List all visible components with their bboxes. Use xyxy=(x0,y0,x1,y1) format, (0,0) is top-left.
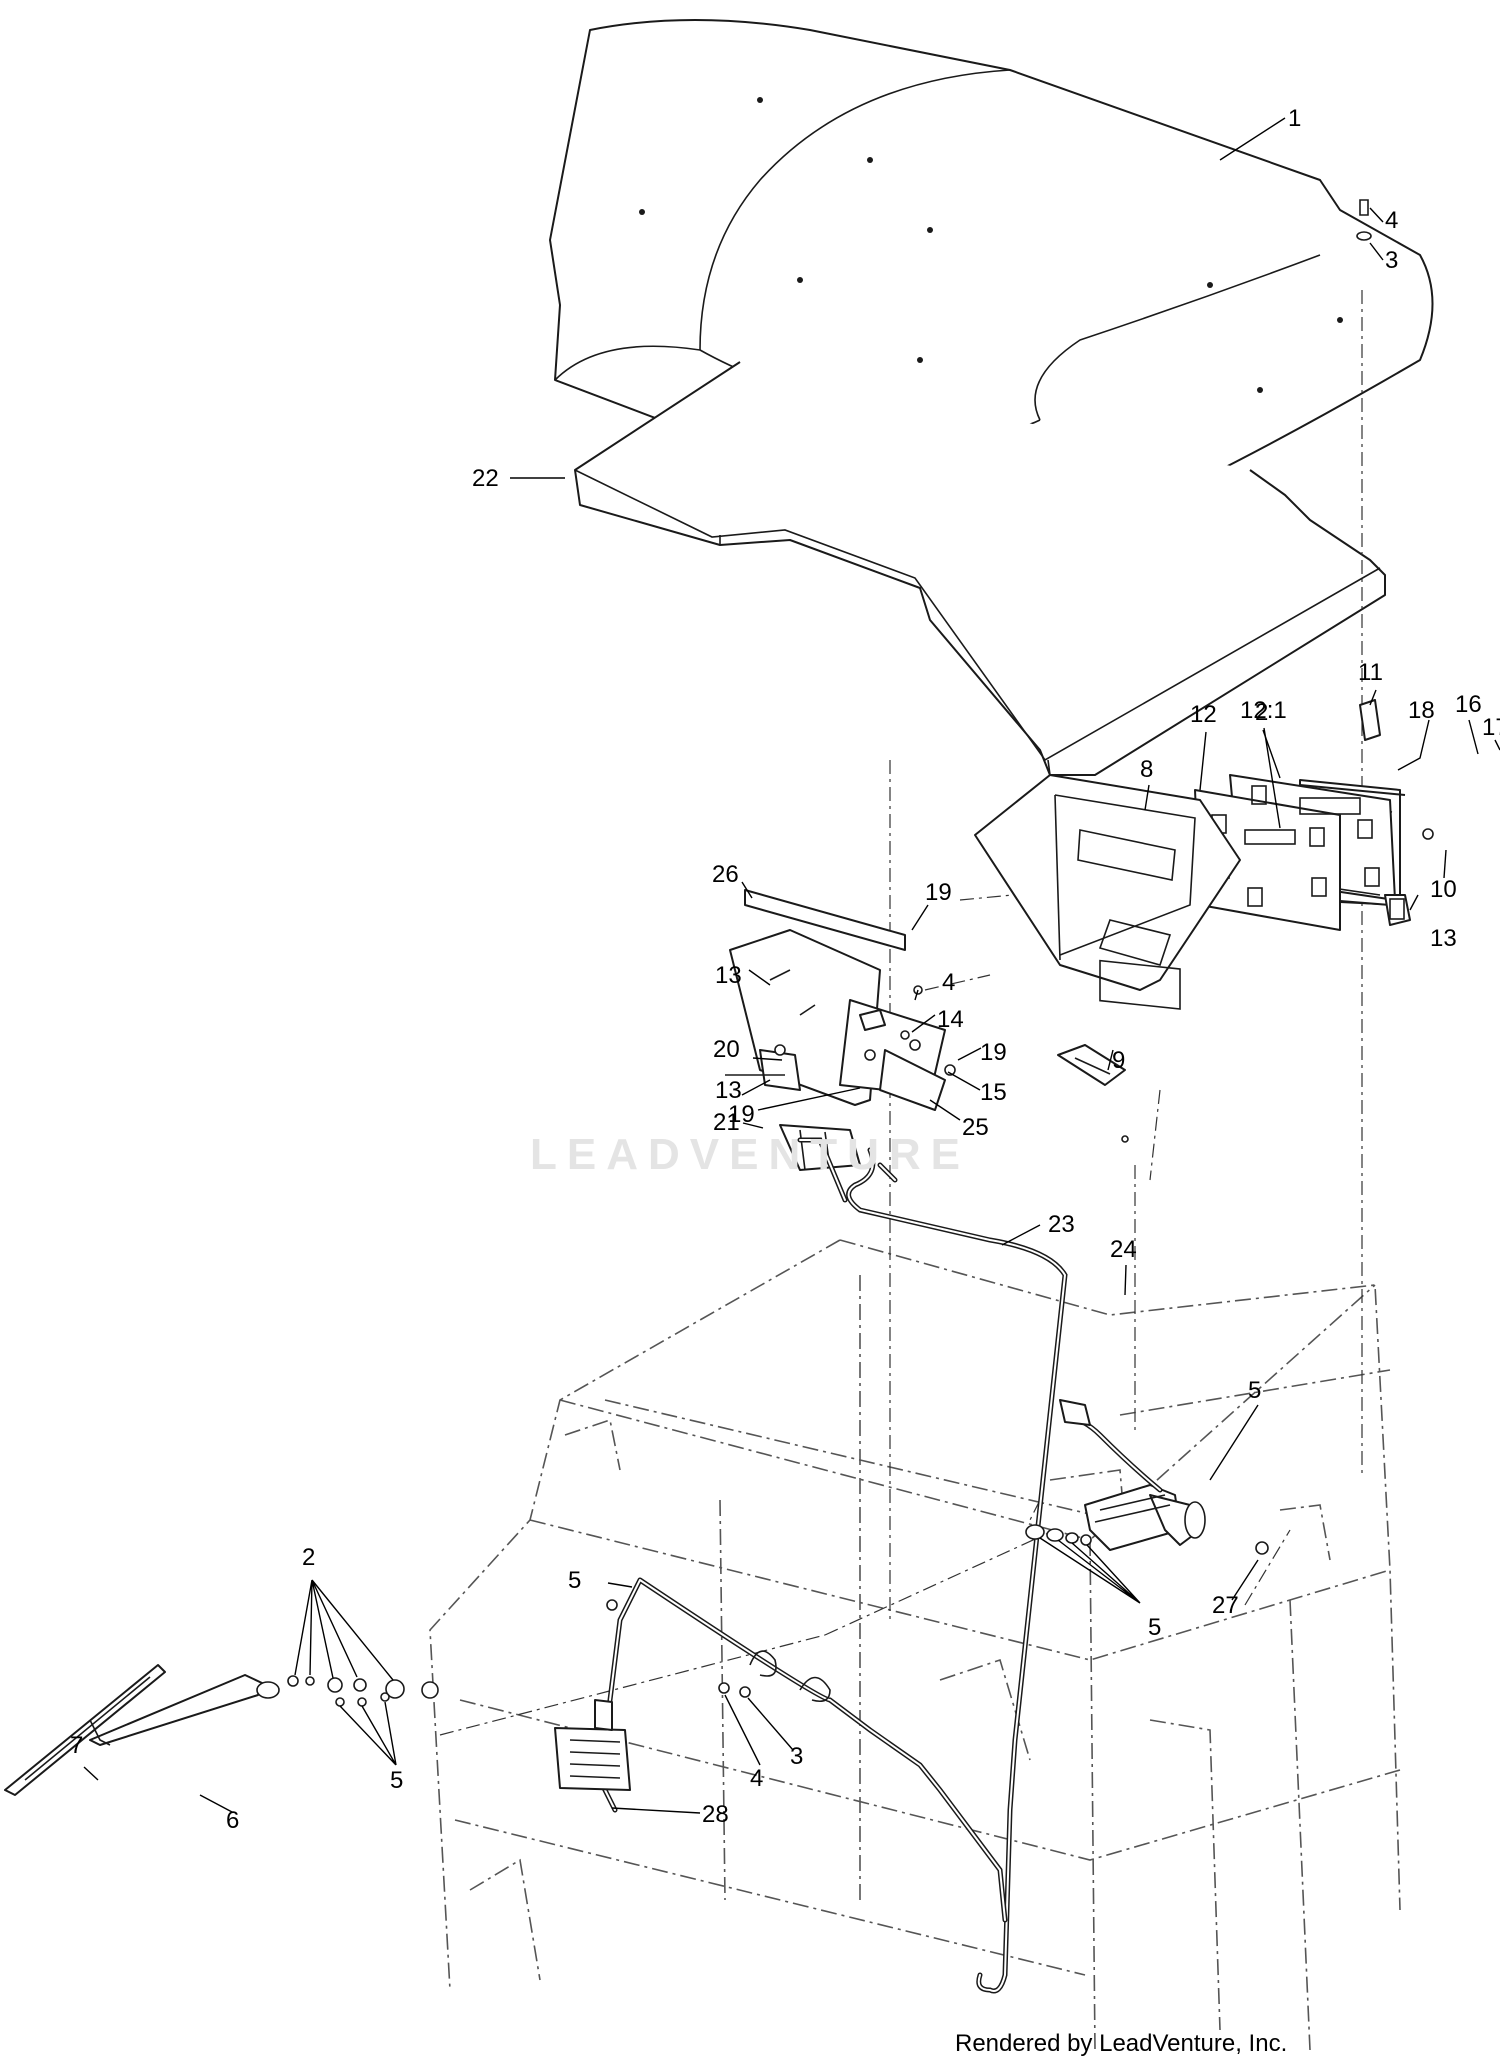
roof-fastener xyxy=(1356,199,1372,241)
overhead-console xyxy=(974,774,1241,1010)
callout: 3 xyxy=(1385,247,1398,274)
callout: 28 xyxy=(702,1801,729,1828)
callout: 13 xyxy=(715,1077,742,1104)
wiper-motor xyxy=(1059,1399,1206,1551)
callout: 5 xyxy=(1248,1377,1261,1404)
callout: 6 xyxy=(226,1807,239,1834)
callout: 8 xyxy=(1140,756,1153,783)
dome-light xyxy=(1057,1044,1126,1086)
callout: 25 xyxy=(962,1114,989,1141)
leader-lines xyxy=(83,117,1500,1814)
callout: 17 xyxy=(1482,714,1500,741)
roof-seal xyxy=(574,361,1386,776)
callout: 4 xyxy=(750,1765,763,1792)
callout: 5 xyxy=(1148,1614,1161,1641)
callout: 13 xyxy=(715,962,742,989)
callout: 18 xyxy=(1408,697,1435,724)
wiper-harness xyxy=(554,1577,1008,1923)
callout: 19 xyxy=(728,1101,755,1128)
callout: 11 xyxy=(1358,659,1383,686)
callout: 3 xyxy=(790,1743,803,1770)
watermark: LEADVENTURE xyxy=(529,1130,971,1179)
wiper-hardware-stack xyxy=(287,1675,439,1707)
callouts: 1 4 3 22 11 12:1 18 16 17 12 2 8 10 13 2… xyxy=(70,105,1500,1834)
wiper-motor-brackets xyxy=(725,889,956,1171)
callout: 15 xyxy=(980,1079,1007,1106)
callout: 5 xyxy=(390,1767,403,1794)
callout: 13 xyxy=(1430,925,1457,952)
callout: 21 xyxy=(713,1109,740,1136)
callout: 16 xyxy=(1455,691,1482,718)
callout: 19 xyxy=(980,1039,1007,1066)
callout: 24 xyxy=(1110,1236,1137,1263)
callout: 19 xyxy=(925,879,952,906)
callout: 5 xyxy=(568,1567,581,1594)
wiper-arm-and-blade xyxy=(4,1664,280,1796)
wire-harness xyxy=(797,1137,1068,1994)
cab-frame xyxy=(429,1239,1401,2051)
callout: 10 xyxy=(1430,876,1457,903)
callout: 14 xyxy=(937,1006,964,1033)
callout: 4 xyxy=(942,969,955,996)
callout: 23 xyxy=(1048,1211,1075,1238)
rocker-switch xyxy=(1384,894,1411,926)
callout: 22 xyxy=(472,465,499,492)
callout: 1 xyxy=(1288,105,1301,132)
callout: 20 xyxy=(713,1036,740,1063)
credit-text: Rendered by LeadVenture, Inc. xyxy=(955,2030,1288,2057)
motor-hardware xyxy=(1025,1135,1269,1555)
callout: 7 xyxy=(70,1732,83,1759)
callout: 2 xyxy=(1255,699,1268,726)
callout: 12:1 xyxy=(1240,697,1287,724)
callout: 2 xyxy=(302,1544,315,1571)
callout: 12 xyxy=(1190,701,1217,728)
callout: 9 xyxy=(1112,1047,1125,1074)
callout: 4 xyxy=(1385,207,1398,234)
callout: 27 xyxy=(1212,1592,1239,1619)
callout: 26 xyxy=(712,861,739,888)
